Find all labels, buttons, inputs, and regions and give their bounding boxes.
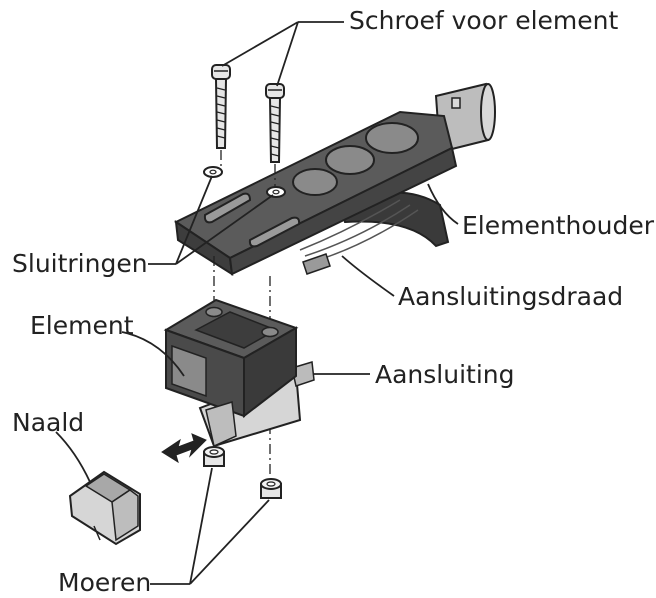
screw-left	[211, 64, 231, 149]
label-screw: Schroef voor element	[349, 6, 619, 35]
label-cartridge: Element	[30, 311, 134, 340]
nut-right	[260, 478, 282, 499]
label-washers: Sluitringen	[12, 249, 148, 278]
label-stylus: Naald	[12, 408, 85, 437]
headshell	[173, 82, 496, 276]
double-arrow	[161, 433, 207, 464]
label-headshell: Elementhouder	[462, 211, 655, 240]
lead-wire-plug	[302, 253, 331, 275]
washer-left	[203, 166, 223, 178]
leader-lines	[55, 21, 459, 585]
label-terminal: Aansluiting	[375, 360, 515, 389]
headshell-side-face	[228, 146, 458, 276]
cartridge-terminal	[291, 361, 315, 387]
label-lead-wire: Aansluitingsdraad	[398, 282, 624, 311]
screw-right	[265, 83, 285, 163]
cartridge	[163, 298, 315, 448]
label-nuts: Moeren	[58, 568, 152, 597]
nut-left	[203, 446, 225, 467]
washer-right	[266, 186, 286, 198]
stylus	[68, 470, 141, 546]
